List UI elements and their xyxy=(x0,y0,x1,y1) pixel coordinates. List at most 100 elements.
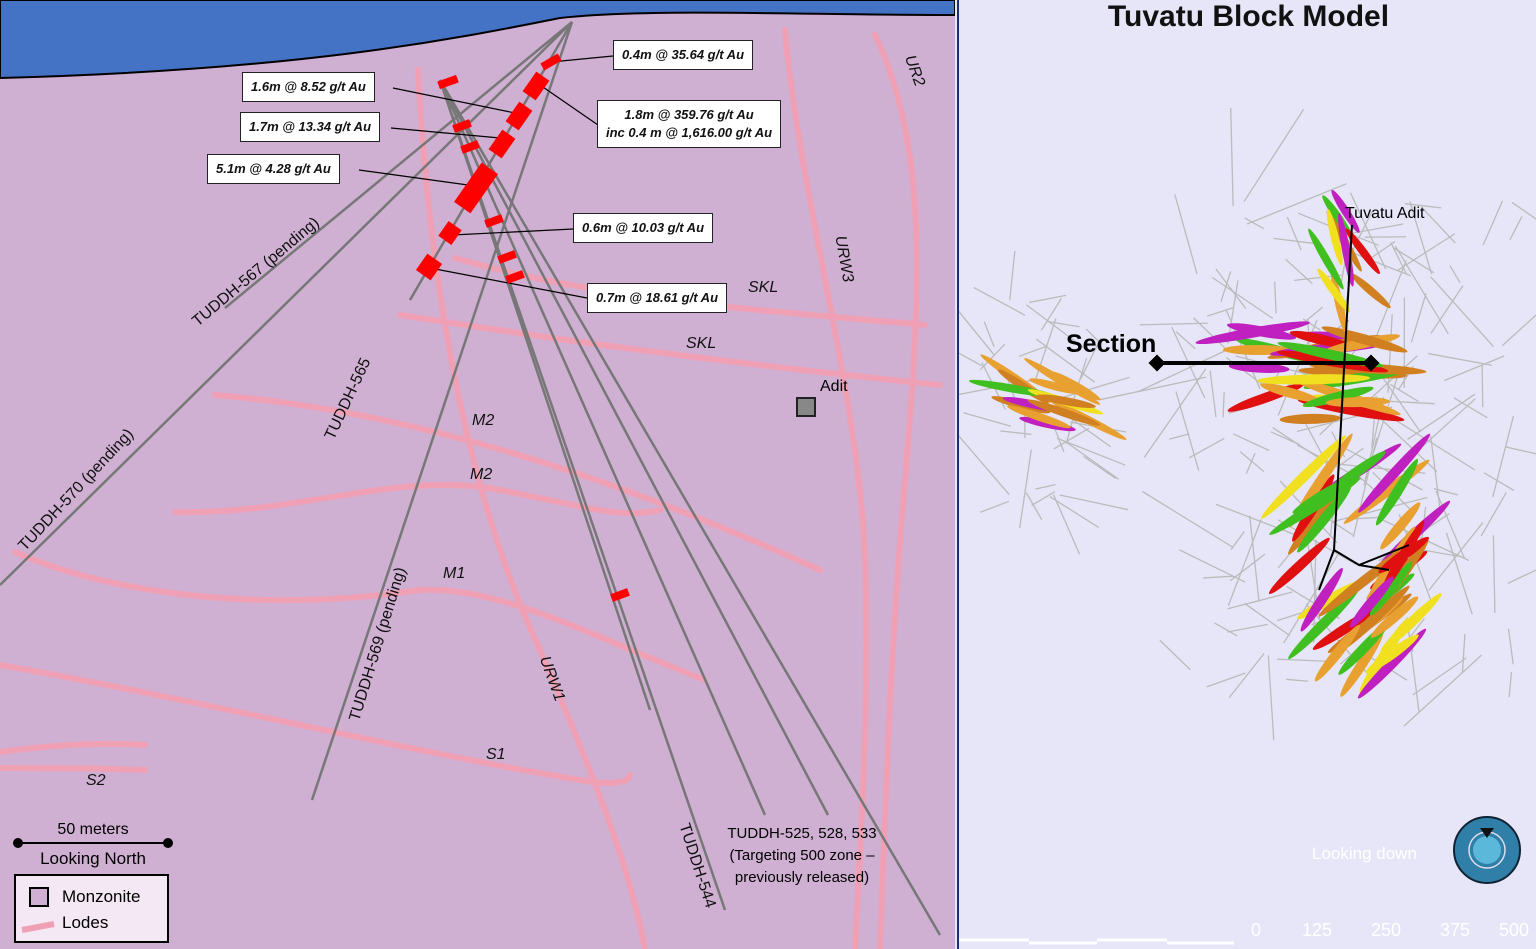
intercept-label: 0.6m @ 10.03 g/t Au xyxy=(573,213,714,243)
drill-trace xyxy=(1273,237,1315,245)
drill-trace xyxy=(1025,304,1087,351)
drill-trace xyxy=(1230,107,1234,207)
drill-trace xyxy=(1267,655,1275,741)
ore-body xyxy=(1029,378,1080,394)
drill-trace xyxy=(1339,447,1364,467)
drill-trace xyxy=(1141,490,1234,549)
drill-trace xyxy=(1449,265,1461,284)
ore-body xyxy=(1277,341,1384,368)
drill-trace xyxy=(1049,496,1099,528)
ore-body xyxy=(1326,209,1343,266)
block-model-panel: Tuvatu Block Model Tuvatu Adit Section L… xyxy=(957,0,1536,949)
drill-trace xyxy=(1403,654,1483,727)
drill-trace xyxy=(1211,276,1274,320)
scale-tick: 500 xyxy=(1499,920,1530,940)
ore-body xyxy=(1027,399,1101,426)
drill-trace xyxy=(1053,427,1090,450)
drill-trace xyxy=(1482,200,1504,246)
ore-body xyxy=(1345,228,1380,275)
drill-trace xyxy=(1059,494,1129,511)
ore-body xyxy=(1050,371,1101,401)
view-direction: Looking North xyxy=(40,849,146,868)
ore-body xyxy=(1369,561,1413,616)
drill-trace xyxy=(1222,391,1225,418)
drill-trace xyxy=(1511,201,1536,220)
drill-trace xyxy=(1407,393,1476,440)
drillhole-569 xyxy=(310,21,574,801)
ore-body xyxy=(1375,459,1419,526)
surface-sky xyxy=(0,0,955,80)
drill-trace xyxy=(1139,322,1208,326)
ore-body xyxy=(1019,416,1076,432)
scale-bar xyxy=(13,838,173,848)
legend-lodes: Lodes xyxy=(62,913,109,932)
adit-label: Adit xyxy=(820,378,848,395)
drill-trace xyxy=(1179,549,1246,583)
drill-trace xyxy=(1215,268,1247,310)
drill-trace xyxy=(1387,314,1393,393)
ore-body xyxy=(1317,268,1350,313)
drill-trace xyxy=(1505,446,1536,455)
ore-body xyxy=(1260,383,1320,403)
ore-body xyxy=(1358,433,1431,513)
drill-trace xyxy=(1245,453,1256,474)
scale-tick: 250 xyxy=(1371,920,1402,940)
drill-trace xyxy=(979,343,1006,371)
intercept-mark xyxy=(522,71,550,101)
lode-skl2 xyxy=(397,312,943,388)
legend-box xyxy=(14,874,169,943)
drill-trace xyxy=(1349,192,1387,270)
lode-label: M2 xyxy=(470,466,493,483)
drill-trace xyxy=(1059,376,1130,399)
view-direction: Looking down xyxy=(1312,844,1417,863)
drill-trace xyxy=(1501,314,1536,347)
drill-trace xyxy=(1188,437,1225,459)
drill-trace xyxy=(983,321,995,348)
drill-trace xyxy=(1229,553,1266,582)
lode-urw3 xyxy=(782,27,870,949)
drill-trace xyxy=(1227,623,1268,633)
drill-trace xyxy=(1228,653,1265,699)
ore-body xyxy=(1302,386,1374,408)
drill-trace xyxy=(1492,415,1515,498)
drill-trace xyxy=(1351,251,1411,277)
lode-label: M2 xyxy=(472,412,495,429)
drill-traces xyxy=(959,107,1536,741)
drill-trace xyxy=(1390,242,1408,275)
drill-trace xyxy=(1215,503,1304,539)
drill-trace xyxy=(1009,250,1016,301)
scale-tick: 375 xyxy=(1440,920,1471,940)
ore-body xyxy=(1343,459,1430,524)
drill-trace xyxy=(1227,519,1262,606)
drill-trace xyxy=(1056,437,1126,466)
ore-body xyxy=(1314,624,1360,682)
drill-trace xyxy=(959,352,983,367)
drill-trace xyxy=(1394,245,1449,335)
drill-trace xyxy=(1220,271,1232,303)
ore-body xyxy=(1228,362,1290,373)
drill-trace xyxy=(959,310,995,356)
drill-trace xyxy=(1143,368,1207,458)
block-model-view xyxy=(959,107,1536,945)
drill-trace xyxy=(1444,355,1505,382)
drillhole-note: previously released) xyxy=(734,869,870,886)
adit-branches xyxy=(1318,544,1410,591)
ore-body xyxy=(1279,413,1341,424)
drill-trace xyxy=(1270,431,1300,446)
ore-body xyxy=(1289,330,1352,349)
drill-trace xyxy=(1233,433,1270,452)
ore-body xyxy=(1321,326,1408,353)
ore-body xyxy=(1350,273,1391,309)
ore-body xyxy=(1308,228,1344,290)
ore-body xyxy=(1370,596,1419,638)
drill-trace xyxy=(1244,217,1265,230)
drill-trace xyxy=(1507,628,1514,665)
intercept-mark xyxy=(452,119,472,133)
drill-trace xyxy=(1052,494,1081,555)
ore-body xyxy=(1300,568,1343,632)
drill-trace xyxy=(1035,338,1096,383)
adit-line xyxy=(1333,224,1353,551)
drill-trace xyxy=(1019,449,1032,529)
lode-s2b xyxy=(0,765,148,773)
drill-trace xyxy=(1206,306,1235,317)
